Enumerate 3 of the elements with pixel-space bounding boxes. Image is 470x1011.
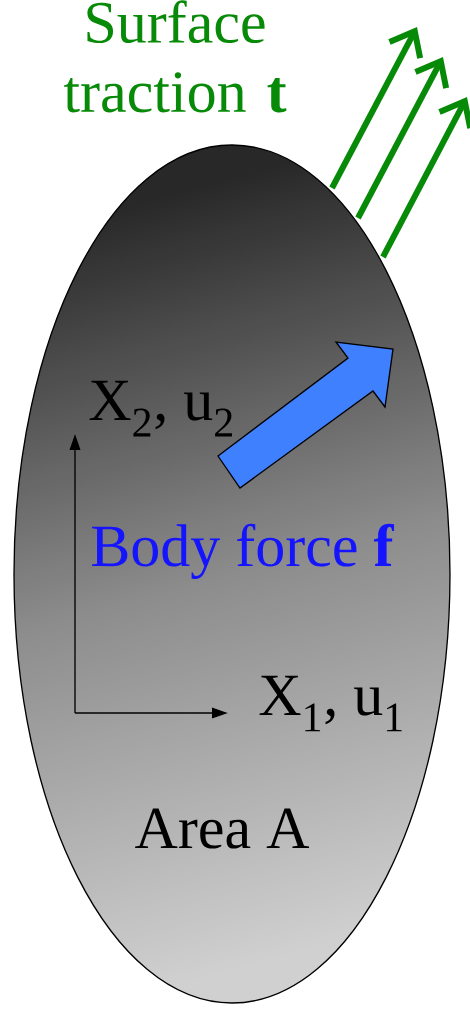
axis-label: X$_{1}$, u$_{1}$ <box>259 675 402 732</box>
force-label: Body force f <box>92 523 395 579</box>
axis-label: X$_{2}$, u$_{2}$ <box>89 380 232 437</box>
